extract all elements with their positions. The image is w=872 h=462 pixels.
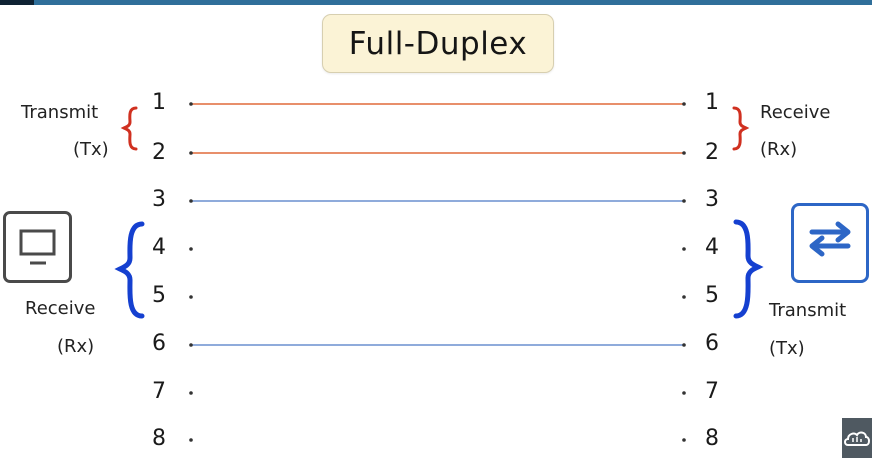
- left-pin-7: 7: [152, 379, 166, 404]
- right-pin-3: 3: [705, 187, 719, 212]
- right-dot-pin-3: [682, 199, 686, 203]
- right-transmit-label: Transmit: [769, 300, 847, 321]
- left-dot-pin-7: [189, 391, 193, 395]
- right-dot-pin-4: [682, 247, 686, 251]
- right-pin-5: 5: [705, 283, 719, 308]
- right-dot-pin-5: [682, 295, 686, 299]
- right-pin-6: 6: [705, 331, 719, 356]
- right-dot-pin-6: [682, 343, 686, 347]
- left-pin-6: 6: [152, 331, 166, 356]
- wire-layer: [189, 102, 686, 442]
- right-dot-pin-2: [682, 151, 686, 155]
- right-receive-label: Receive: [760, 102, 831, 123]
- left-dot-pin-8: [189, 438, 193, 442]
- right-pin-2: 2: [705, 140, 719, 165]
- right-pin-8: 8: [705, 426, 719, 451]
- left-rx-bracket: [114, 221, 145, 319]
- monitor-icon: [19, 229, 56, 265]
- left-dot-pin-6: [189, 343, 193, 347]
- corner-watermark: [842, 418, 872, 458]
- left-transmit-abbr: (Tx): [73, 139, 109, 160]
- diagram-title: Full-Duplex: [348, 25, 528, 62]
- top-accent-bar: [0, 0, 872, 5]
- left-receive-label: Receive: [25, 298, 96, 319]
- right-dot-pin-1: [682, 102, 686, 106]
- left-dot-pin-1: [189, 102, 193, 106]
- left-pin-4: 4: [152, 235, 166, 260]
- right-tx-bracket: [733, 219, 764, 319]
- right-dot-pin-8: [682, 438, 686, 442]
- switch-device: [791, 203, 869, 283]
- left-pin-2: 2: [152, 140, 166, 165]
- left-transmit-label: Transmit: [21, 102, 99, 123]
- left-dot-pin-3: [189, 199, 193, 203]
- left-pin-3: 3: [152, 187, 166, 212]
- switch-arrows-icon: [809, 221, 851, 257]
- title-box: Full-Duplex: [322, 14, 554, 73]
- left-dot-pin-4: [189, 247, 193, 251]
- right-receive-abbr: (Rx): [760, 139, 798, 160]
- right-dot-pin-7: [682, 391, 686, 395]
- left-pin-1: 1: [152, 90, 166, 115]
- cloud-icon: [844, 431, 870, 446]
- right-transmit-abbr: (Tx): [769, 338, 805, 359]
- left-tx-bracket: [120, 106, 138, 151]
- left-pin-5: 5: [152, 283, 166, 308]
- left-dot-pin-5: [189, 295, 193, 299]
- right-pin-4: 4: [705, 235, 719, 260]
- left-receive-abbr: (Rx): [57, 336, 95, 357]
- right-rx-bracket: [732, 106, 750, 151]
- right-pin-1: 1: [705, 90, 719, 115]
- top-accent-bar-dark: [0, 0, 34, 5]
- left-dot-pin-2: [189, 151, 193, 155]
- left-pin-8: 8: [152, 426, 166, 451]
- pc-device: [3, 211, 72, 283]
- right-pin-7: 7: [705, 379, 719, 404]
